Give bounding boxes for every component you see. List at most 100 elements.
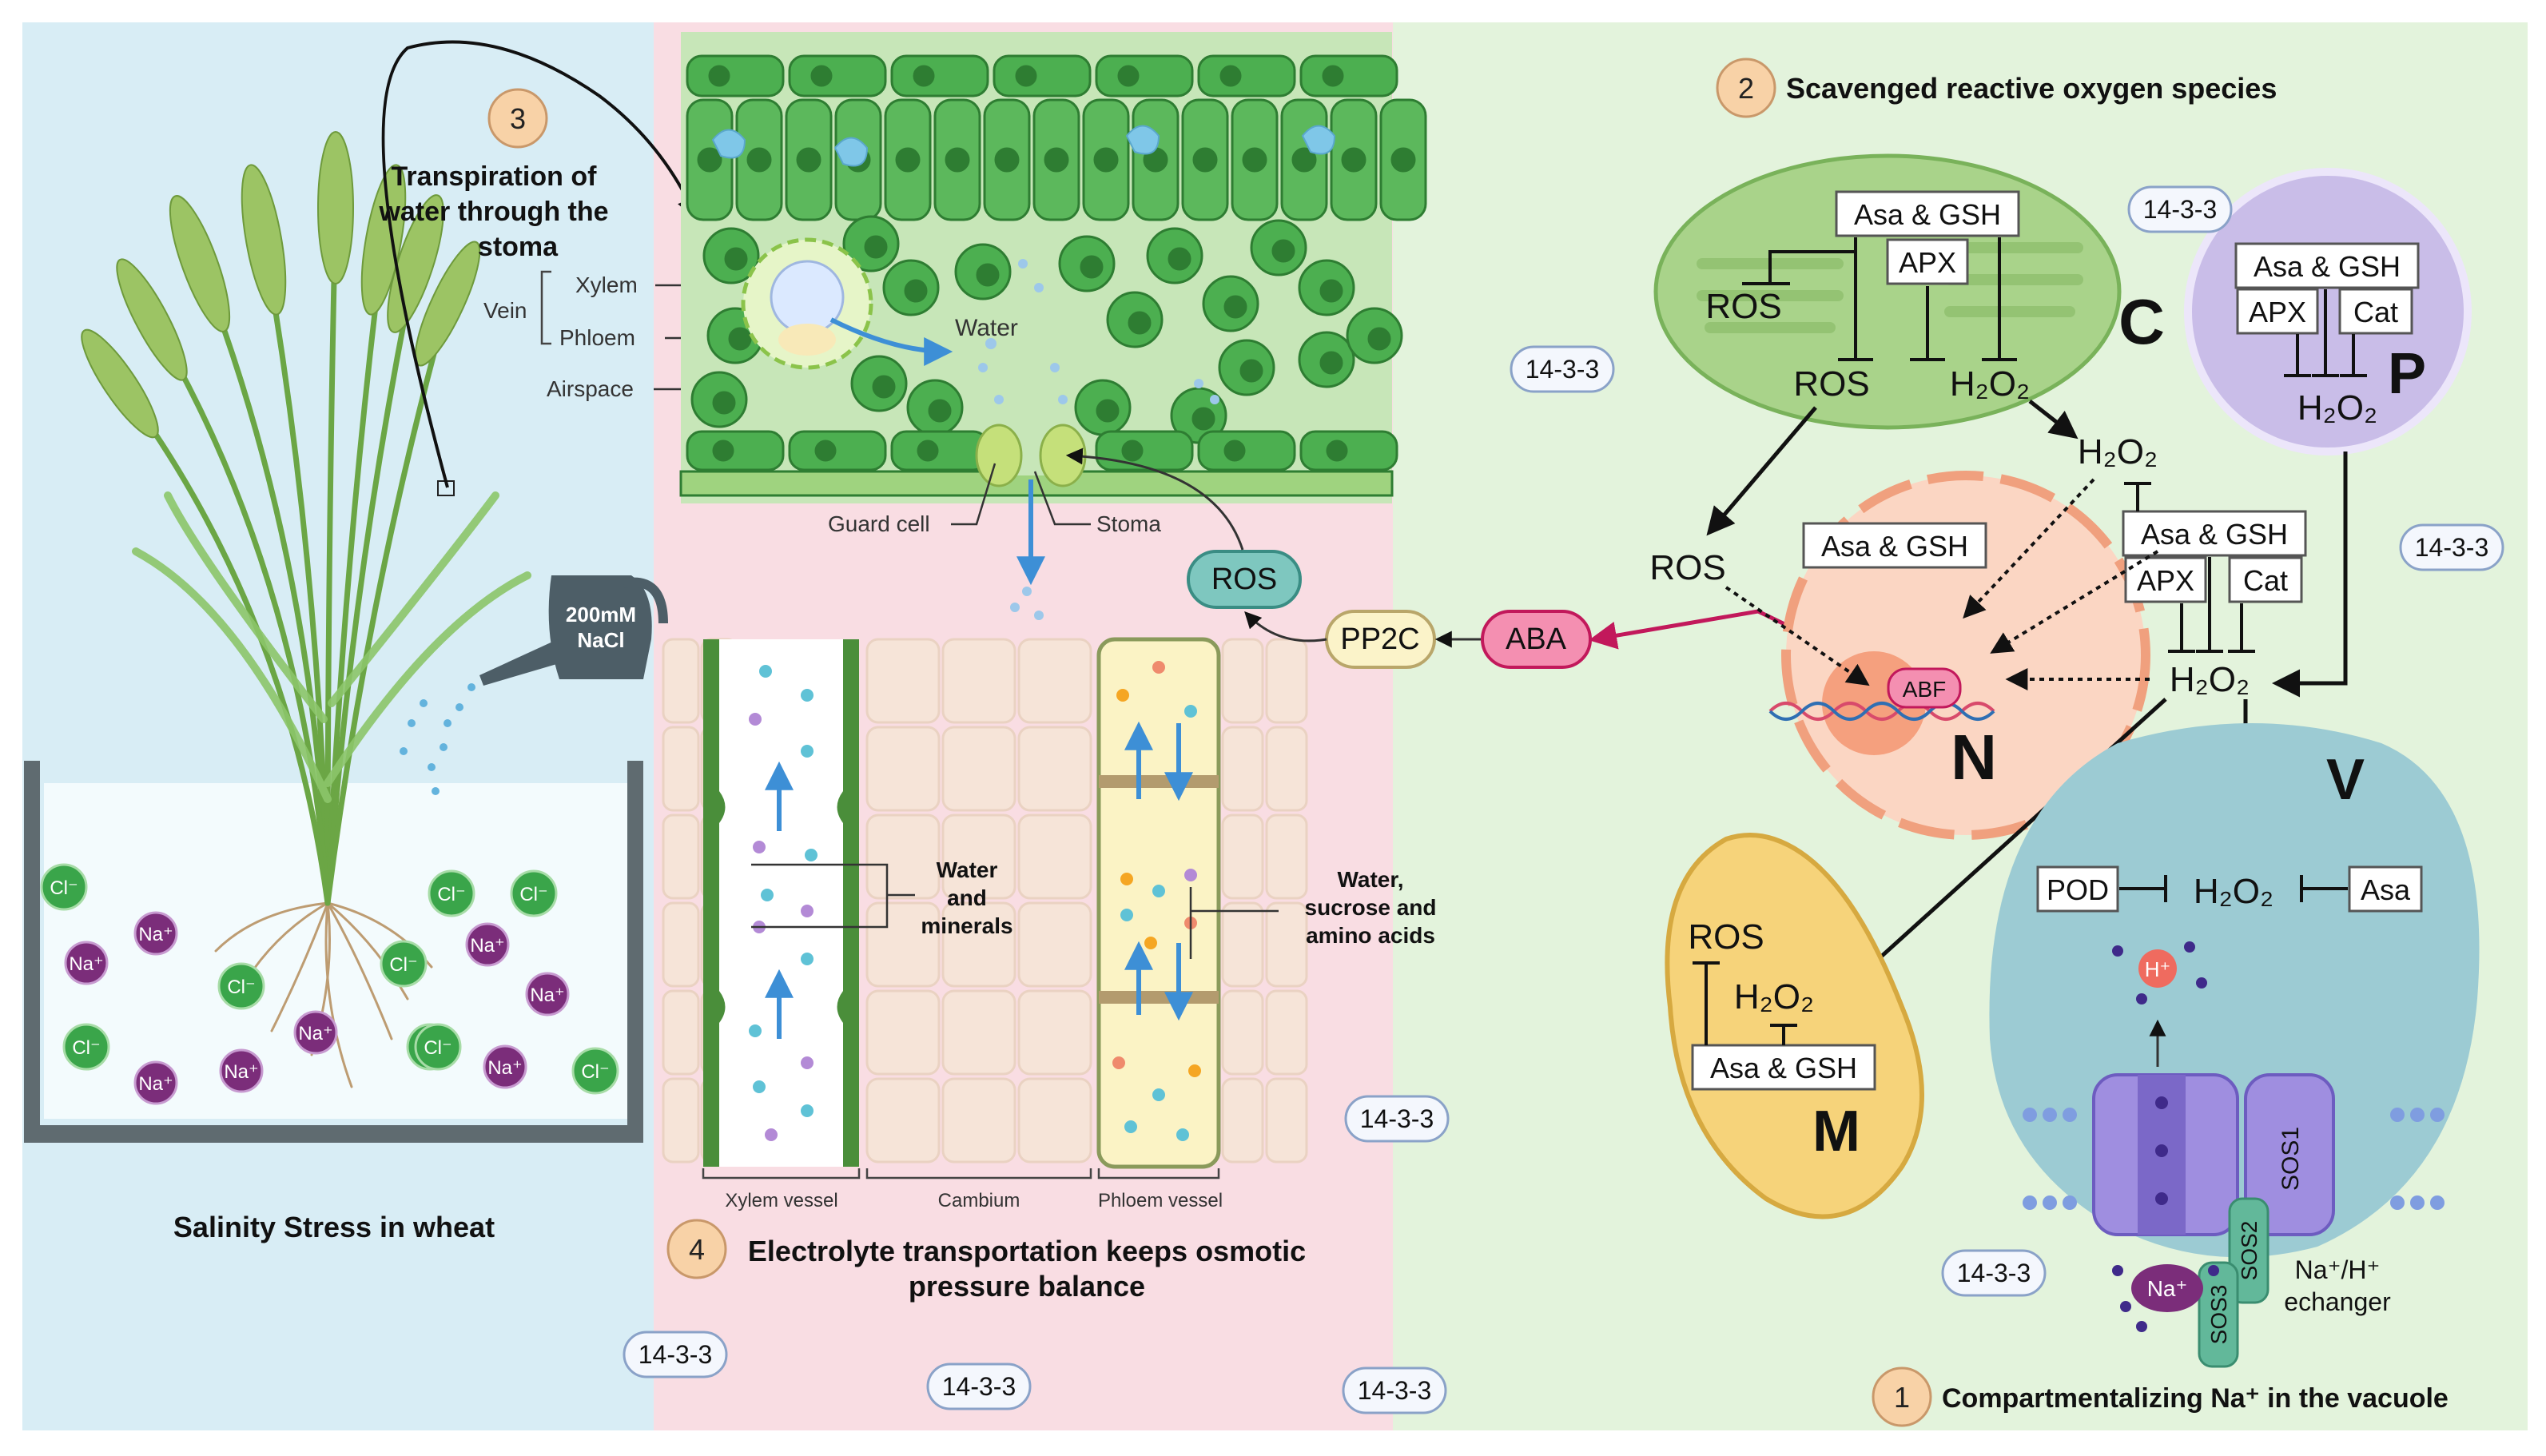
perox-asa-box — [2234, 242, 2420, 289]
chloride-ion-label: Cl⁻ — [581, 1061, 609, 1083]
protein-14-3-3-badge — [2399, 523, 2504, 571]
cytosol-asa-label: Asa & GSH — [2141, 518, 2288, 551]
cytosol-asa-box — [2122, 510, 2307, 557]
hplus-ion — [2138, 949, 2177, 988]
chloro-asa-label: Asa & GSH — [1854, 198, 2001, 231]
sodium-ion — [64, 941, 109, 985]
vacuole-inhibitions — [2119, 875, 2348, 902]
pod-label: POD — [2047, 873, 2109, 906]
abf-label: ABF — [1903, 677, 1946, 702]
nucleus-letter: N — [1951, 722, 1997, 793]
mito-inhibitions — [1693, 961, 1797, 1045]
transpiration-arrow — [381, 40, 698, 488]
chloro-h2o2-label: H₂O₂ — [1950, 364, 2030, 404]
chloro-apx-label: APX — [1899, 246, 1956, 279]
guard-cell-label: Guard cell — [828, 511, 930, 536]
water-label: Water — [955, 315, 1018, 341]
wheat-plant-icon — [81, 131, 531, 1088]
chloride-ion-label: Cl⁻ — [424, 1037, 452, 1059]
stoma-label: Stoma — [1096, 511, 1161, 536]
sodium-ion — [133, 911, 178, 956]
vein-bracket — [540, 270, 551, 345]
vacuole-letter: V — [2326, 748, 2365, 812]
peroxisome-letter: P — [2388, 342, 2426, 406]
chloride-ion — [571, 1047, 619, 1095]
electrolyte-caption-2: pressure balance — [909, 1270, 1145, 1303]
step1-badge — [1872, 1366, 1932, 1427]
stoma-leader — [1033, 471, 1091, 526]
vascular-tissue — [662, 637, 1308, 1169]
sucrose-bracket — [1189, 887, 1279, 959]
cytosol-cat-label: Cat — [2243, 564, 2288, 597]
peroxisome — [2184, 168, 2472, 455]
dotted-arrows — [1725, 478, 2159, 690]
mito-asa-label: Asa & GSH — [1710, 1052, 1857, 1084]
sodium-ion — [133, 1060, 178, 1105]
hplus-label: H⁺ — [2145, 957, 2171, 981]
perox-h2o2-label: H₂O₂ — [2297, 388, 2377, 428]
minerals-line3: minerals — [921, 913, 1012, 938]
protein-14-3-3-label: 14-3-3 — [1957, 1259, 2031, 1287]
chloride-ion — [40, 863, 88, 911]
sodium-ion-label: Na⁺ — [530, 985, 564, 1006]
protein-14-3-3-label: 14-3-3 — [1526, 355, 1600, 384]
chloro-ros1-label: ROS — [1705, 287, 1781, 326]
protein-14-3-3-badge — [1510, 345, 1615, 393]
sodium-ion — [293, 1010, 338, 1055]
sucrose-line1: Water, — [1338, 867, 1404, 892]
nucleus-asa-label: Asa & GSH — [1821, 530, 1968, 563]
ros-signal-node — [1187, 550, 1302, 609]
hplus-particles — [2112, 941, 2207, 1004]
protein-14-3-3-badge — [2127, 185, 2233, 233]
protein-14-3-3-badge — [1342, 1366, 1447, 1414]
protein-14-3-3-label: 14-3-3 — [942, 1372, 1016, 1401]
cytosol-apx-box — [2124, 556, 2207, 603]
xylem-vessel-label: Xylem vessel — [725, 1190, 837, 1211]
guard-cell-leader — [951, 463, 997, 526]
can-label-1: 200mM — [566, 603, 636, 627]
chloride-ion-label: Cl⁻ — [227, 977, 255, 998]
chloride-ion-label: Cl⁻ — [519, 884, 547, 905]
protein-14-3-3-badge — [1941, 1249, 2047, 1297]
cytosol-cat-box — [2228, 556, 2303, 603]
exchanger-line2: echanger — [2284, 1287, 2391, 1316]
na-ion — [2131, 1264, 2203, 1312]
step4-number: 4 — [689, 1233, 705, 1266]
chloride-ion — [62, 1023, 110, 1071]
sodium-ion-label: Na⁺ — [224, 1061, 258, 1083]
sos1-label: SOS1 — [2277, 1127, 2304, 1191]
perox-asa-label: Asa & GSH — [2254, 250, 2401, 283]
sodium-ion-label: Na⁺ — [298, 1023, 332, 1044]
nucleus-asa-box — [1802, 522, 1987, 569]
sodium-ion — [483, 1044, 527, 1089]
chloroplast-letter: C — [2118, 286, 2165, 357]
perox-inhibitions — [2284, 289, 2367, 377]
step3-badge — [487, 88, 548, 149]
sodium-ion-label: Na⁺ — [487, 1057, 522, 1079]
minerals-line1: Water — [937, 857, 998, 882]
aba-label: ABA — [1506, 623, 1567, 656]
chloride-ion — [217, 962, 265, 1010]
transpiration-line2: water through the — [378, 197, 608, 227]
sodium-ion-label: Na⁺ — [470, 935, 504, 957]
chloro-asa-box — [1835, 190, 2020, 237]
pp2c-to-ros-arrow — [1244, 611, 1327, 642]
cytosol-ros-label: ROS — [1649, 548, 1725, 587]
perox-apx-label: APX — [2249, 296, 2306, 328]
cytosol-h2o2-top: H₂O₂ — [2078, 432, 2158, 471]
guard-cell-left — [975, 424, 1023, 487]
chloride-ion — [510, 869, 558, 917]
protein-14-3-3-label: 14-3-3 — [2415, 533, 2489, 562]
vein-label: Vein — [483, 298, 527, 323]
protein-14-3-3-label: 14-3-3 — [1358, 1376, 1432, 1405]
cytosol-inhibitions — [2124, 482, 2255, 653]
protein-14-3-3-badge — [623, 1331, 728, 1378]
sodium-ion — [219, 1048, 264, 1093]
protein-14-3-3-label: 14-3-3 — [638, 1340, 713, 1369]
perox-cat-box — [2338, 288, 2413, 335]
chloro-apx-box — [1886, 238, 1969, 285]
vessel-brackets — [702, 1168, 1220, 1180]
exchanger-line1: Na⁺/H⁺ — [2295, 1255, 2381, 1284]
step1-text: Compartmentalizing Na⁺ in the vacuole — [1942, 1383, 2449, 1414]
chloro-inhibitions — [1742, 237, 2017, 361]
